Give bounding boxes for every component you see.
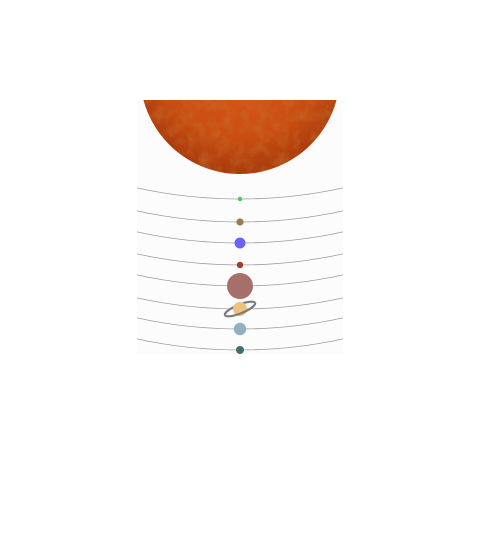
sun-texture	[143, 100, 337, 174]
planet-mercury	[237, 196, 243, 202]
planet-jupiter-body	[227, 273, 253, 299]
sun-group	[143, 100, 337, 174]
planet-venus	[236, 218, 244, 226]
planet-saturn-ring-front	[223, 302, 257, 318]
planet-earth	[234, 237, 246, 249]
planet-mars-body	[236, 261, 244, 269]
planet-venus-body	[236, 218, 244, 226]
planet-uranus	[233, 322, 247, 336]
planet-neptune-body	[236, 346, 244, 354]
planet-jupiter	[227, 273, 253, 299]
planet-earth-body	[234, 237, 246, 249]
planets-group	[223, 196, 257, 354]
planet-mercury-body	[237, 196, 243, 202]
planet-neptune	[236, 346, 244, 354]
planet-uranus-body	[233, 322, 247, 336]
planet-mars	[236, 261, 244, 269]
planet-saturn	[223, 300, 257, 318]
